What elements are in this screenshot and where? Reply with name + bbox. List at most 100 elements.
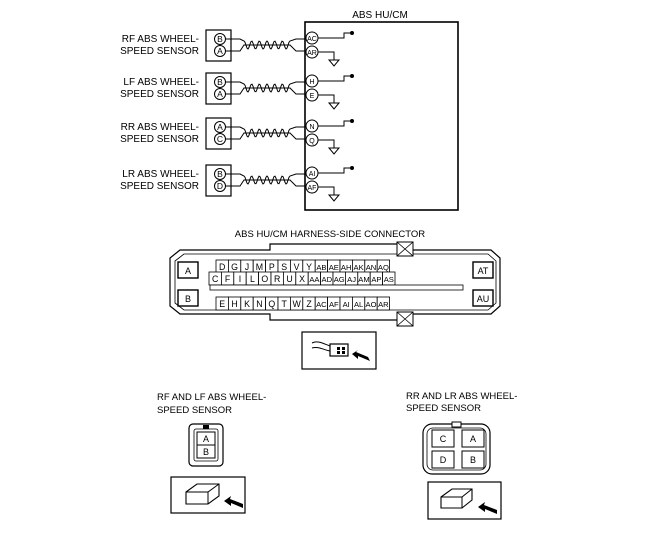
sensor-label-line2: SPEED SENSOR: [120, 46, 199, 57]
connector-pin-row2-label: AD: [322, 275, 333, 284]
connector-separator: [209, 284, 464, 291]
rear-sensor-label-line1: RR AND LR ABS WHEEL-: [406, 391, 517, 402]
rear-sensor-pin-label: A: [470, 434, 476, 444]
wire-return: [226, 87, 307, 95]
sensor-pin-circle: [214, 133, 226, 145]
sensor-label-line1: RF ABS WHEEL-: [122, 34, 199, 45]
connector-pin-row3-label: H: [231, 299, 237, 309]
hu-terminal-label: AI: [309, 171, 316, 178]
sensor-pin-circle: [214, 45, 226, 57]
front-sensor-view-icon: [170, 476, 246, 514]
connector-pin-row2-label: AJ: [347, 275, 356, 284]
connector-view-icon: [301, 331, 377, 370]
hu-terminal-label: N: [309, 124, 314, 131]
connector-pin-row2-label: C: [212, 274, 219, 284]
ground-symbol: [327, 194, 341, 202]
sensor-pin-circle: [214, 121, 226, 133]
sensor-label-line2: SPEED SENSOR: [120, 89, 199, 100]
rear-sensor-pin-label: C: [440, 434, 447, 444]
internal-supply-line: [318, 167, 352, 174]
rear-sensor-pin-label: D: [440, 455, 447, 465]
connector-pin-row3-label: K: [244, 299, 250, 309]
connector-pin-row1-label: AE: [329, 263, 339, 272]
internal-supply-line: [318, 32, 352, 39]
connector-top-key-cross: [396, 241, 414, 257]
corner-terminal-br: [472, 289, 494, 307]
connector-pin-row2-label: AG: [334, 275, 345, 284]
connector-pin-row1-label: AN: [366, 263, 377, 272]
rear-sensor-pin: [461, 429, 485, 448]
sensor-label-line1: LR ABS WHEEL-: [122, 169, 199, 180]
sensor-pin-label: D: [217, 181, 223, 191]
hu-terminal-label: Q: [309, 138, 315, 145]
connector-pin-row1-label: AB: [316, 263, 326, 272]
connector-pin-row2-label: AM: [358, 275, 369, 284]
wire-signal: [226, 81, 307, 93]
connector-pin-row1-label: V: [294, 262, 300, 272]
wire-return: [226, 44, 307, 52]
sensor-label-line2: SPEED SENSOR: [120, 181, 199, 192]
front-sensor-pin-top: A: [203, 434, 209, 444]
connector-inner-outline: [174, 253, 497, 311]
corner-terminal-br-label: AU: [477, 294, 490, 304]
connector-bottom-key-cross: [396, 311, 414, 327]
connector-pin-row3-label: N: [256, 299, 262, 309]
connector-pin-row1-label: G: [231, 262, 238, 272]
connector-pin-row2-label: AS: [384, 275, 394, 284]
connector-pin-row2-label: I: [239, 274, 241, 284]
internal-ground-line: [318, 186, 335, 195]
connector-pin-row2-label: L: [250, 274, 255, 284]
wire-signal: [226, 38, 307, 50]
connector-pin-row2-label: U: [286, 274, 292, 284]
connector-pin-row2-label: AA: [309, 275, 320, 284]
front-sensor-label-line1: RF AND LF ABS WHEEL-: [157, 392, 266, 403]
internal-supply-line: [318, 120, 352, 127]
sensor-pin-label: C: [217, 134, 223, 144]
hu-terminal-label: AC: [307, 36, 317, 43]
supply-dot: [350, 166, 354, 170]
sensor-pin-circle: [214, 168, 226, 180]
corner-terminal-tr-label: AT: [478, 266, 489, 276]
connector-pin-row2-label: O: [261, 274, 268, 284]
connector-pin-row3-label: Z: [306, 299, 312, 309]
connector-pin-row3-label: E: [219, 299, 225, 309]
connector-pin-row3-label: Q: [268, 299, 275, 309]
front-sensor-label-line2: SPEED SENSOR: [157, 405, 232, 416]
supply-dot: [350, 31, 354, 35]
internal-ground-line: [318, 51, 335, 60]
connector-pin-row3-label: T: [282, 299, 288, 309]
internal-ground-line: [318, 94, 335, 103]
rear-sensor-label-line2: SPEED SENSOR: [406, 403, 481, 414]
connector-pin-row1-label: J: [245, 262, 249, 272]
hu-terminal-label: AR: [307, 50, 317, 57]
rear-sensor-pin: [431, 450, 455, 469]
connector-pin-row3-label: AC: [316, 300, 327, 309]
supply-dot: [350, 74, 354, 78]
corner-terminal-bl-label: B: [185, 294, 191, 304]
connector-pin-row2-label: F: [225, 274, 231, 284]
sensor-pin-label: B: [217, 34, 223, 44]
corner-terminal-tl: [177, 261, 199, 279]
sensor-label-line1: LF ABS WHEEL-: [123, 77, 199, 88]
corner-terminal-bl: [177, 289, 199, 307]
sensor-label-line2: SPEED SENSOR: [120, 134, 199, 145]
connector-pin-row1-label: AK: [354, 263, 364, 272]
connector-pin-row1-label: AH: [341, 263, 352, 272]
connector-pin-row3-label: AF: [329, 300, 339, 309]
connector-outline: [169, 243, 501, 321]
rear-sensor-view-icon: [427, 481, 502, 520]
sensor-pin-label: B: [217, 77, 223, 87]
connector-title: ABS HU/CM HARNESS-SIDE CONNECTOR: [235, 229, 426, 240]
connector-pin-row2-label: AP: [371, 275, 381, 284]
ground-symbol: [327, 102, 341, 110]
wire-return: [226, 132, 307, 140]
connector-pin-row1-label: P: [269, 262, 275, 272]
connector-pin-row1-label: D: [219, 262, 225, 272]
